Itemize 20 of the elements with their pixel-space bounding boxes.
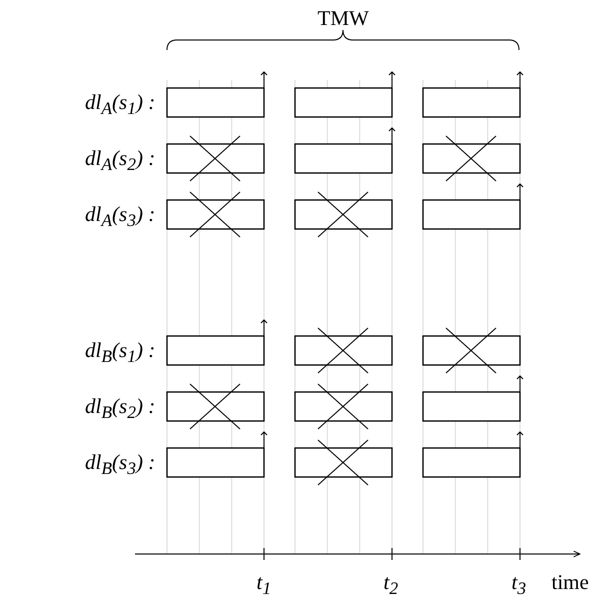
time-slot-with-deadline	[422, 183, 525, 230]
row-label: dl$_{B}$(s$_{2}$) :	[85, 396, 156, 422]
tick-label: t$_{1}$	[256, 572, 272, 598]
tick-label: t$_{3}$	[512, 572, 526, 598]
time-slot-with-deadline	[294, 127, 397, 174]
time-slot-with-deadline	[294, 71, 397, 118]
time-slot-with-deadline	[166, 319, 269, 366]
tick-label: t$_{2}$	[384, 572, 398, 598]
time-slot-with-deadline	[422, 71, 525, 118]
row-label: dl$_{A}$(s$_{1}$) :	[85, 92, 156, 118]
row-label: dl$_{B}$(s$_{1}$) :	[85, 340, 156, 366]
row-label: dl$_{A}$(s$_{3}$) :	[85, 204, 156, 230]
time-slot-with-deadline	[166, 431, 269, 478]
time-slot-with-deadline	[422, 375, 525, 422]
row-label: dl$_{A}$(s$_{2}$) :	[85, 148, 156, 174]
axis-label: time	[552, 572, 589, 593]
time-slot-with-deadline	[166, 71, 269, 118]
row-label: dl$_{B}$(s$_{3}$) :	[85, 452, 156, 478]
time-slot-with-deadline	[422, 431, 525, 478]
bracket-label: TMW	[318, 8, 369, 29]
